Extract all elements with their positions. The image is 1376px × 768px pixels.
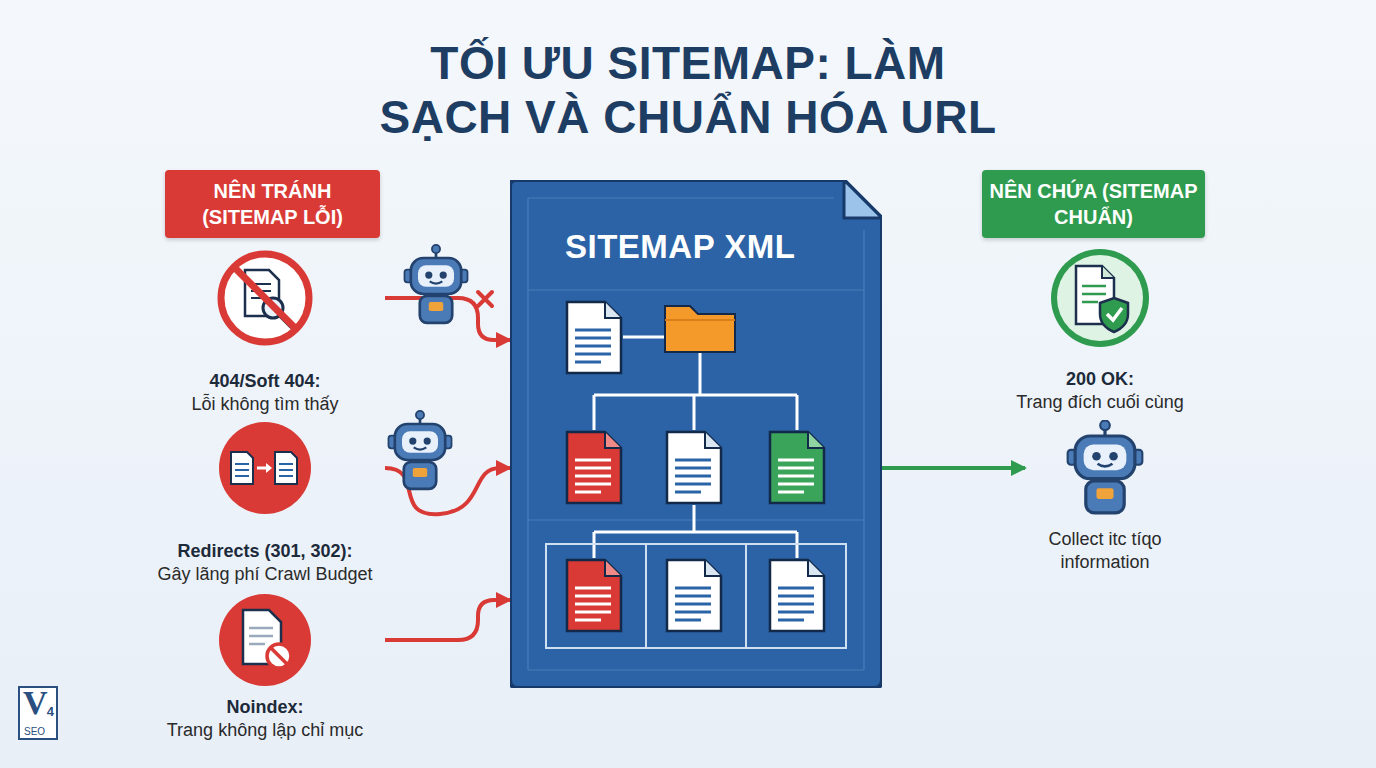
item-heading: Redirects (301, 302): xyxy=(145,540,385,563)
item-caption: Trang không lập chỉ mục xyxy=(145,719,385,742)
document-title: SITEMAP XML xyxy=(565,228,882,266)
shape-path xyxy=(478,292,492,306)
noindex-item: Noindex:Trang không lập chỉ mục xyxy=(145,590,385,742)
sitemap-document: SITEMAP XML xyxy=(510,180,882,688)
connector-arrow xyxy=(385,600,510,640)
shape-use xyxy=(389,411,452,489)
shape-use xyxy=(667,560,721,631)
logo-box: V4SEO xyxy=(18,686,58,740)
item-caption: Lỗi không tìm thấy xyxy=(145,393,385,416)
status-icon xyxy=(215,248,315,348)
shape-use xyxy=(219,594,311,686)
status-icon xyxy=(215,418,315,518)
item-heading: 404/Soft 404: xyxy=(145,370,385,393)
item-heading: 200 OK: xyxy=(1000,368,1200,391)
shape-use xyxy=(1068,421,1143,513)
badge-label: NÊN TRÁNH (SITEMAP LỖI) xyxy=(171,178,374,230)
robot-item: Collect itc tíɋo information xyxy=(1025,420,1185,575)
redirect-item: Redirects (301, 302):Gây lãng phí Crawl … xyxy=(145,418,385,586)
shape-use xyxy=(1051,249,1149,347)
shape-use xyxy=(667,432,721,503)
robot-icon xyxy=(1057,420,1153,516)
shape-use xyxy=(567,302,621,373)
status-icon xyxy=(1048,246,1152,350)
shape-rect xyxy=(546,544,846,648)
diagram-title: TỐI ƯU SITEMAP: LÀM SẠCH VÀ CHUẨN HÓA UR… xyxy=(278,36,1098,145)
avoid-badge: NÊN TRÁNH (SITEMAP LỖI) xyxy=(165,170,380,238)
shape-path xyxy=(594,337,797,558)
badge-label: NÊN CHỨA (SITEMAP CHUẨN) xyxy=(988,178,1199,230)
shape-path xyxy=(844,180,882,218)
shape-use xyxy=(567,560,621,631)
shape-use xyxy=(405,245,468,323)
logo-label: 4 xyxy=(47,705,54,718)
shape-use xyxy=(770,560,824,631)
status-icon xyxy=(215,590,315,690)
shape-use xyxy=(219,422,311,514)
shape-use xyxy=(221,254,309,342)
connector-arrow xyxy=(882,466,1025,470)
shape-path xyxy=(510,180,882,688)
shape-use xyxy=(567,432,621,503)
shape-path xyxy=(665,306,735,352)
item-heading: Noindex: xyxy=(145,696,385,719)
logo-label: V xyxy=(23,686,48,720)
shape-path xyxy=(646,544,746,648)
shape-path xyxy=(528,198,864,670)
error-item: 404/Soft 404:Lỗi không tìm thấy xyxy=(145,248,385,416)
item-caption: Collect itc tíɋo information xyxy=(1025,528,1185,575)
title-wrap: TỐI ƯU SITEMAP: LÀM SẠCH VÀ CHUẨN HÓA UR… xyxy=(0,36,1376,145)
item-caption: Trang đích cuối cùng xyxy=(1000,391,1200,414)
include-badge: NÊN CHỨA (SITEMAP CHUẨN) xyxy=(982,170,1205,238)
ok-item: 200 OK:Trang đích cuối cùng xyxy=(1000,246,1200,414)
shape-path xyxy=(665,319,735,321)
shape-use xyxy=(770,432,824,503)
item-caption: Gây lãng phí Crawl Budget xyxy=(145,563,385,586)
logo-label: SEO xyxy=(24,727,45,737)
